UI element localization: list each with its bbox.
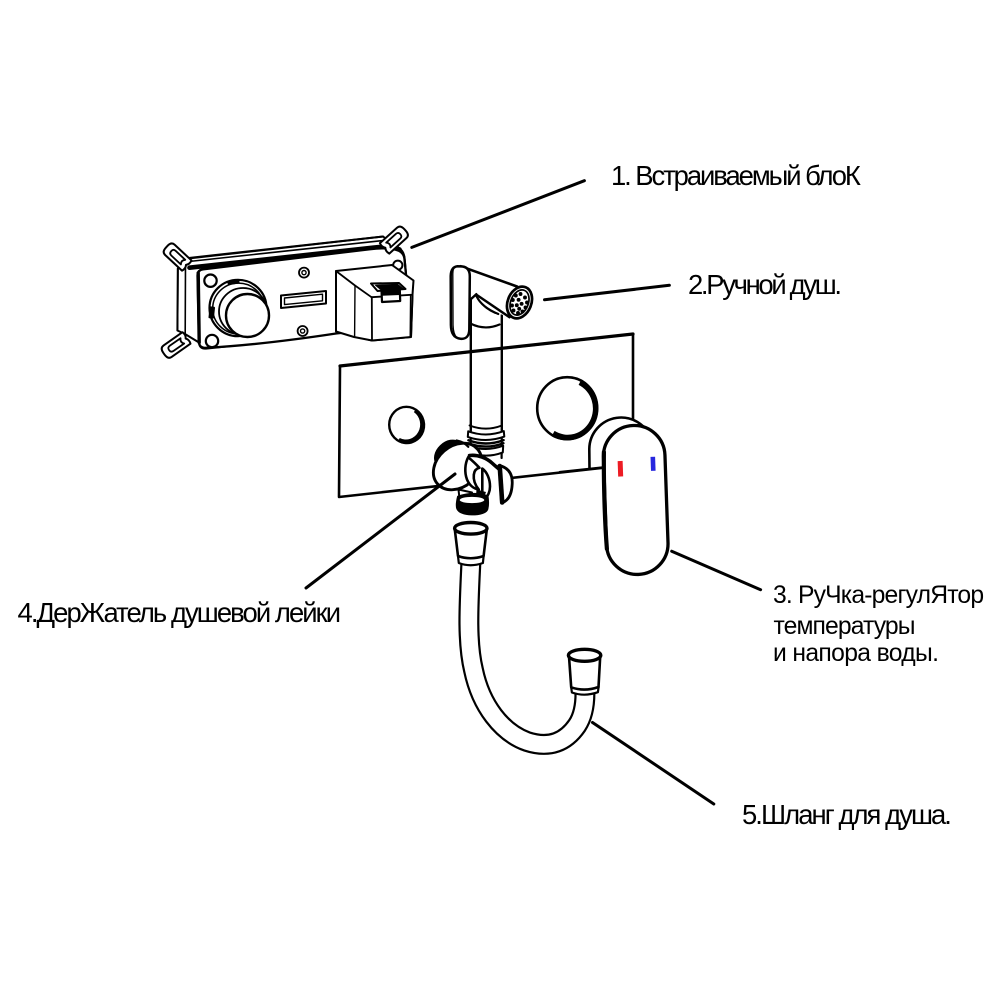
svg-text:4.ДерЖатель душевой лейки: 4.ДерЖатель душевой лейки — [18, 597, 340, 628]
svg-text:2.Ручной душ.: 2.Ручной душ. — [688, 269, 840, 300]
svg-text:температуры: температуры — [774, 613, 915, 640]
svg-text:и напора воды.: и напора воды. — [773, 640, 938, 667]
svg-text:1. Встраиваемый блоК: 1. Встраиваемый блоК — [611, 160, 861, 191]
svg-text:3. РуЧка-регулЯтор: 3. РуЧка-регулЯтор — [773, 582, 983, 609]
svg-text:5.Шланг для душа.: 5.Шланг для душа. — [742, 799, 950, 830]
